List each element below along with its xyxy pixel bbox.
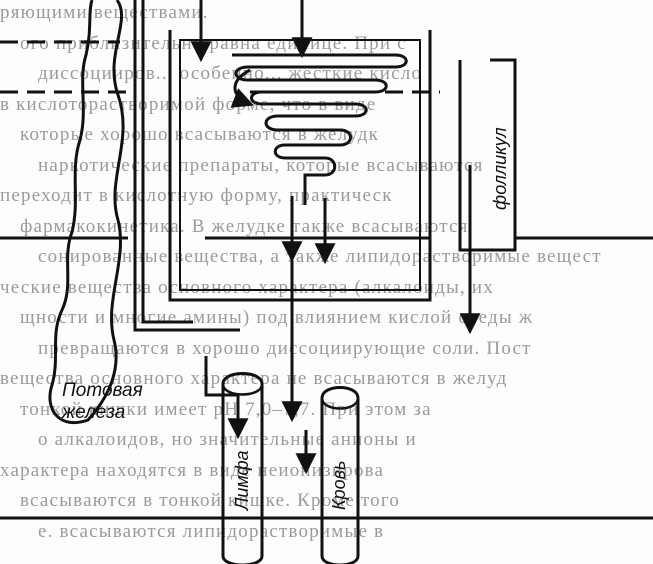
coiled-tubule: [232, 53, 408, 205]
sweat-gland-label-line1: Потовая: [62, 380, 143, 401]
background-text-line: переходит в кислотную форму, практическ: [0, 185, 393, 206]
blood-label: Кровь: [329, 460, 349, 511]
background-text-line: ряющими веществами.: [0, 2, 209, 23]
background-text-line: превращаются в хорошо диссоциирующие сол…: [38, 337, 532, 359]
lymph-vessel: [221, 372, 264, 564]
lymph-label: Лимфа: [232, 450, 252, 510]
background-text-line: в кислоторастворимой форме, что в виде: [0, 93, 377, 115]
follicle-label: фолликул: [490, 127, 510, 210]
background-text-line: е. всасываются липидорастворимые в: [38, 520, 385, 542]
blood-vessel: [320, 386, 360, 564]
background-text-line: всасываются в тонкой кишке. Кроме того: [20, 490, 401, 511]
background-text-line: вещества основного характера не всасываю…: [0, 368, 508, 389]
background-text-line: характера находятся в виде неионизирова: [0, 459, 385, 481]
background-text-line: ческие вещества основного характера (алк…: [0, 276, 494, 298]
sweat-duct: [141, 0, 193, 324]
blood-vessel: [320, 397, 360, 410]
background-text-line: тонкой кишки имеет pH 7,0–7,7. При этом …: [20, 398, 432, 420]
follicle-inner: [179, 39, 421, 291]
absorption-arrow: [230, 68, 254, 108]
sweat-gland-label: Потовая железа: [62, 380, 143, 424]
sweat-duct: [133, 0, 240, 332]
follicle-outline: [168, 30, 432, 302]
sweat-gland-outline: [48, 0, 125, 425]
background-text-line: фармакокинетика. В желудке также всасыва…: [20, 215, 469, 237]
hair-shaft: [458, 58, 517, 252]
background-text-line: наркотические препараты, которые всасыва…: [38, 154, 484, 176]
lymph-vessel: [221, 383, 264, 396]
sweat-gland-label-line2: железа: [62, 402, 126, 423]
